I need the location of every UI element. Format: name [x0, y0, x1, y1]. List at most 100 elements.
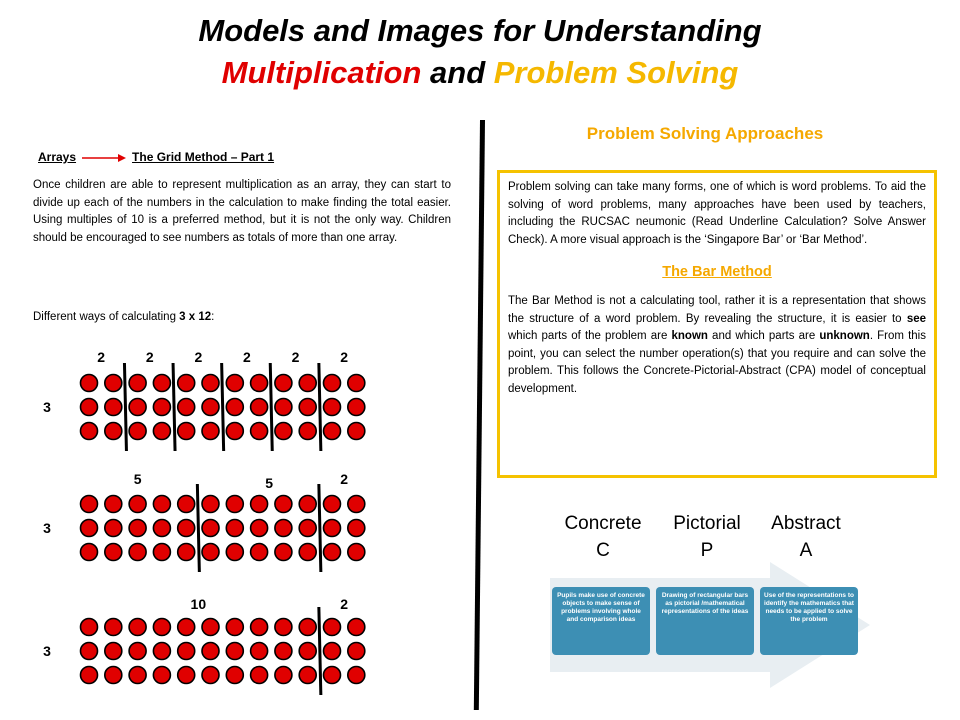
array-dot	[298, 518, 318, 538]
array-dot	[249, 542, 269, 562]
array-dot	[346, 373, 366, 393]
array-dot	[274, 373, 293, 393]
array-dot	[298, 617, 318, 637]
array-group-label: 5	[134, 471, 142, 487]
array-dot	[346, 617, 366, 637]
array-dot	[346, 518, 366, 538]
array-dot	[128, 617, 147, 637]
array-dot	[225, 665, 245, 685]
bar-method-heading: The Bar Method	[662, 264, 772, 280]
array-dot	[298, 542, 318, 562]
array-dot	[79, 542, 99, 562]
array-group-label: 2	[340, 596, 348, 612]
array-dot	[274, 542, 293, 562]
array-dot	[274, 397, 293, 417]
array-group-label: 2	[243, 349, 251, 365]
cpa-abstract: Abstract A	[746, 510, 866, 564]
array-dot	[322, 518, 342, 538]
array-dot	[201, 494, 220, 514]
array-dot	[79, 397, 99, 417]
cpa-word: Abstract	[771, 513, 841, 534]
array-dot	[152, 542, 172, 562]
array-dot	[274, 421, 293, 441]
title-line-1: Models and Images for Understanding	[198, 13, 762, 48]
array-group-label: 5	[265, 475, 273, 491]
array-group-divider	[195, 483, 201, 573]
array-dot	[201, 373, 220, 393]
array-dot	[298, 373, 318, 393]
problem-solving-intro: Problem solving can take many forms, one…	[508, 181, 926, 246]
array-dot	[104, 542, 123, 562]
array-dot	[152, 397, 172, 417]
bar-text-3: and which parts are	[707, 330, 820, 342]
array-dot	[346, 665, 366, 685]
cpa-concrete: Concrete C	[543, 510, 663, 564]
cpa-letter: P	[700, 540, 714, 561]
array-dot	[176, 397, 196, 417]
cpa-pictorial-text: Drawing of rectangular bars as pictorial…	[661, 592, 749, 615]
array-dot	[225, 373, 245, 393]
cpa-arrow-graphic	[550, 562, 870, 688]
bar-method-paragraph: The Bar Method is not a calculating tool…	[508, 293, 926, 398]
array-dot	[201, 421, 220, 441]
array-dot	[104, 397, 123, 417]
array-dot	[274, 641, 293, 661]
array-dot	[128, 665, 147, 685]
array-dot	[322, 421, 342, 441]
title-multiplication: Multiplication	[221, 55, 422, 90]
array-dot	[322, 494, 342, 514]
bar-known: known	[671, 330, 708, 342]
array-dot	[249, 397, 269, 417]
array-dot	[128, 421, 147, 441]
array-group-divider	[268, 362, 274, 452]
array-group-divider	[317, 483, 323, 573]
array-dot	[249, 617, 269, 637]
array-group-label: 2	[340, 349, 348, 365]
array-dot	[152, 373, 172, 393]
array-dot	[201, 518, 220, 538]
array-dot	[79, 494, 99, 514]
array-dot	[79, 665, 99, 685]
array-dot	[79, 421, 99, 441]
array-dot	[249, 494, 269, 514]
array-dot	[176, 617, 196, 637]
array-dot	[249, 641, 269, 661]
cpa-pictorial: Pictorial P	[647, 510, 767, 564]
array-dot	[79, 641, 99, 661]
array-group-divider	[171, 362, 177, 452]
array-dot	[225, 494, 245, 514]
title-problem-solving: Problem Solving	[493, 55, 739, 90]
grid-method-label: The Grid Method – Part 1	[132, 150, 275, 164]
ways-line: Different ways of calculating 3 x 12:	[33, 311, 214, 323]
array-dot	[225, 397, 245, 417]
array-dot	[176, 665, 196, 685]
array-dot	[225, 518, 245, 538]
array-dot	[249, 665, 269, 685]
array-dot	[298, 665, 318, 685]
array-group-divider	[317, 606, 323, 696]
array-dot	[322, 617, 342, 637]
array-dot	[201, 542, 220, 562]
array-dot	[128, 641, 147, 661]
array-dot	[152, 518, 172, 538]
array-dot	[152, 641, 172, 661]
array-dot	[225, 617, 245, 637]
array-dot	[201, 397, 220, 417]
array-dot	[104, 373, 123, 393]
title-line-2: Multiplication and Problem Solving	[0, 52, 960, 94]
cpa-word: Pictorial	[673, 513, 741, 534]
array-dot	[274, 494, 293, 514]
array-dot	[346, 421, 366, 441]
array-dot	[152, 617, 172, 637]
array-dot	[249, 421, 269, 441]
array-dot	[176, 373, 196, 393]
array-dot	[322, 397, 342, 417]
array-dot	[322, 641, 342, 661]
array-dot	[104, 421, 123, 441]
array-group-label: 2	[146, 349, 154, 365]
array-dot	[298, 494, 318, 514]
bar-unknown: unknown	[819, 330, 870, 342]
array-dot	[225, 421, 245, 441]
